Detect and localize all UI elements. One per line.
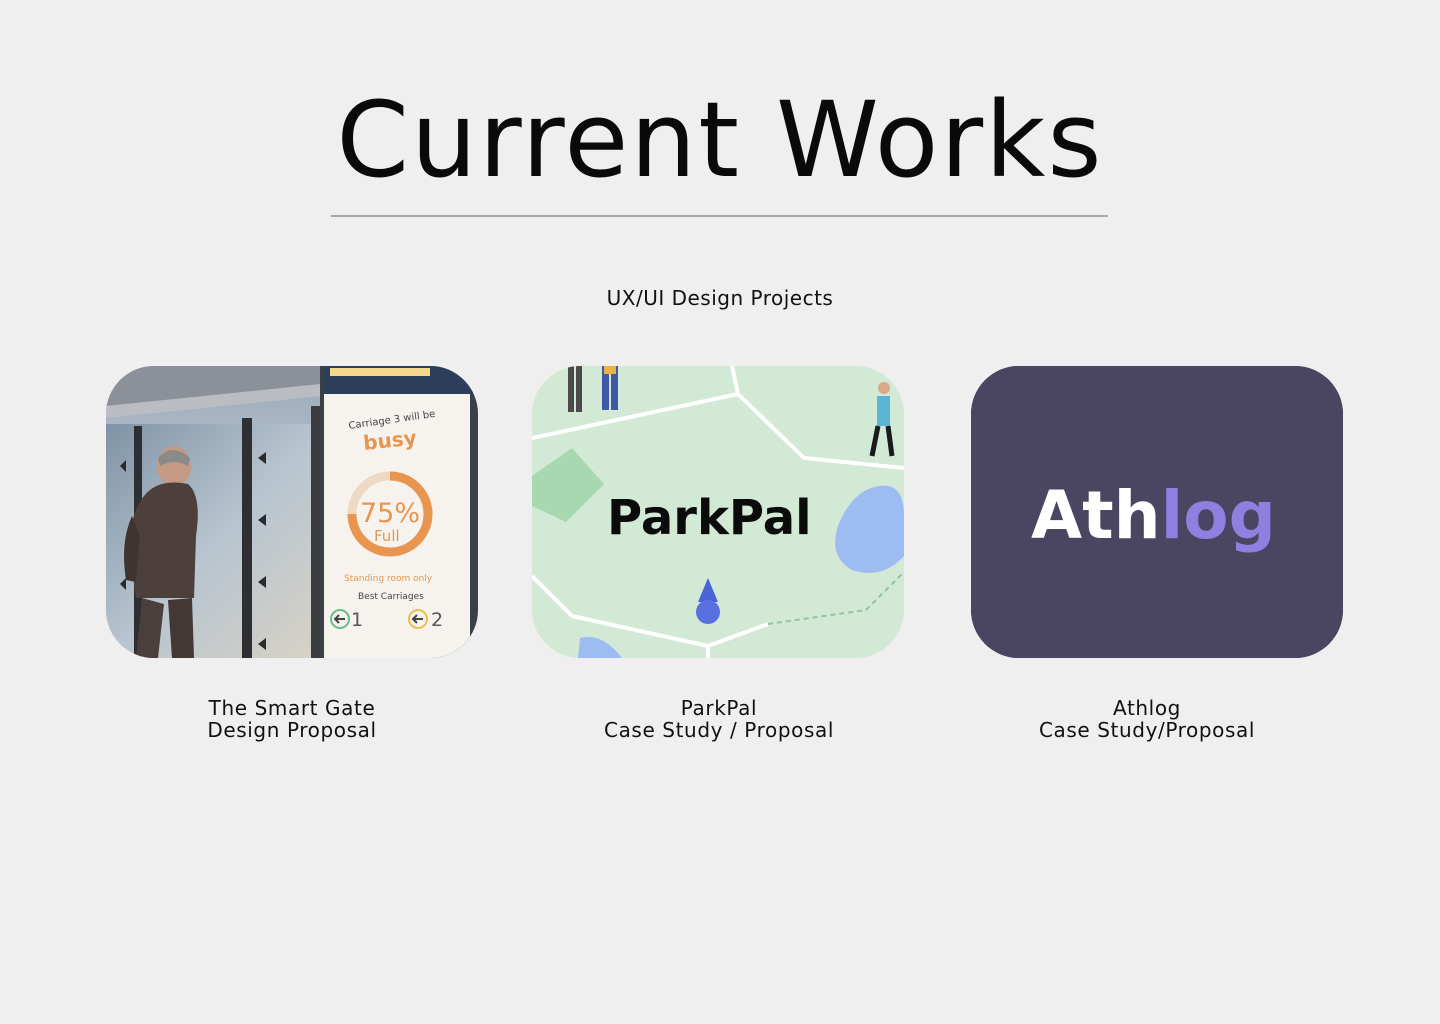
section-label: UX/UI Design Projects xyxy=(606,286,834,310)
smart-gate-card[interactable]: Carriage 3 will be busy 75% Full Standin… xyxy=(106,366,478,658)
athlog-logo-icon: Athlog xyxy=(971,366,1343,658)
sign-num2: 2 xyxy=(431,609,443,631)
parkpal-card[interactable]: ParkPal xyxy=(532,366,904,658)
athlog-logo-text: Athlog xyxy=(1031,477,1276,554)
caption-subtitle: Case Study/Proposal xyxy=(1038,718,1256,742)
athlog-logo-ath: Ath xyxy=(1031,477,1161,554)
caption-title: The Smart Gate xyxy=(208,696,376,720)
caption-subtitle: Case Study / Proposal xyxy=(604,718,834,742)
sign-percent: 75% xyxy=(360,498,420,529)
sign-full: Full xyxy=(374,527,400,545)
parkpal-map-icon: ParkPal xyxy=(532,366,904,658)
caption-title: ParkPal xyxy=(680,696,758,720)
athlog-logo-log: log xyxy=(1161,477,1276,554)
smart-gate-caption[interactable]: The Smart Gate Design Proposal xyxy=(72,697,512,741)
athlog-card[interactable]: Athlog xyxy=(971,366,1343,658)
page-title: Current Works xyxy=(336,79,1104,201)
title-divider xyxy=(331,215,1108,217)
caption-subtitle: Design Proposal xyxy=(207,718,377,742)
smart-gate-photo-icon: Carriage 3 will be busy 75% Full Standin… xyxy=(106,366,478,658)
sign-status: busy xyxy=(362,426,418,455)
sign-standing: Standing room only xyxy=(344,574,433,584)
caption-title: Athlog xyxy=(1113,696,1181,720)
athlog-caption[interactable]: Athlog Case Study/Proposal xyxy=(927,697,1367,741)
parkpal-caption[interactable]: ParkPal Case Study / Proposal xyxy=(499,697,939,741)
parkpal-logo-text: ParkPal xyxy=(607,490,812,546)
sign-best: Best Carriages xyxy=(358,592,424,602)
sign-num1: 1 xyxy=(351,609,363,631)
